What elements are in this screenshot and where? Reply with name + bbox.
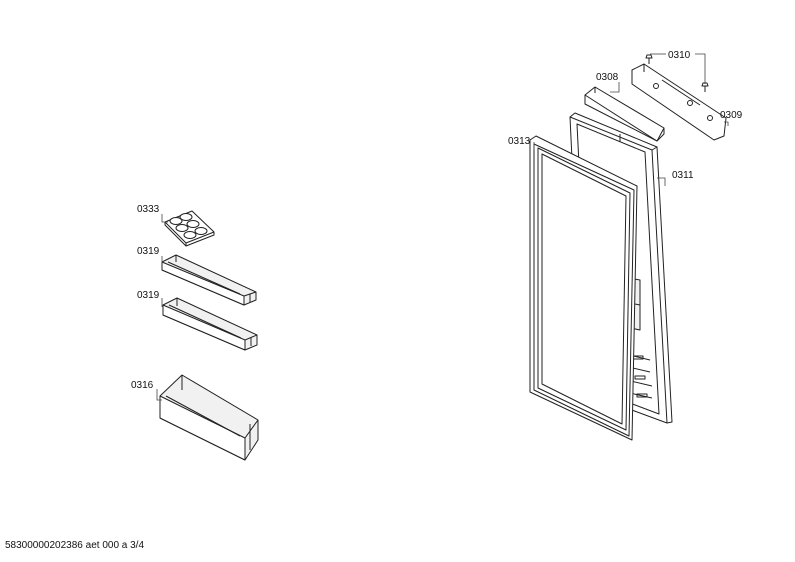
- document-id: 58300000202386 aet 000 a 3/4: [5, 540, 145, 551]
- screws-part: [645, 54, 709, 92]
- handle-cover-part: [584, 86, 665, 142]
- callout-0333: 0333: [137, 204, 160, 215]
- bottle-bin-part: [159, 374, 259, 461]
- hinge-bracket-part: [631, 63, 727, 141]
- egg-tray-part: [164, 210, 215, 247]
- callout-0308: 0308: [596, 72, 619, 83]
- door-shelf-lower-part: [162, 297, 258, 351]
- callout-0319-upper: 0319: [137, 246, 160, 257]
- door-gasket-part: [529, 135, 638, 441]
- callout-0316: 0316: [131, 380, 154, 391]
- callout-0319-lower: 0319: [137, 290, 160, 301]
- callout-0309: 0309: [720, 110, 743, 121]
- callout-0310: 0310: [668, 50, 691, 61]
- door-shelf-upper-part: [161, 254, 257, 306]
- callout-0311: 0311: [672, 170, 694, 181]
- callout-0313: 0313: [508, 136, 531, 147]
